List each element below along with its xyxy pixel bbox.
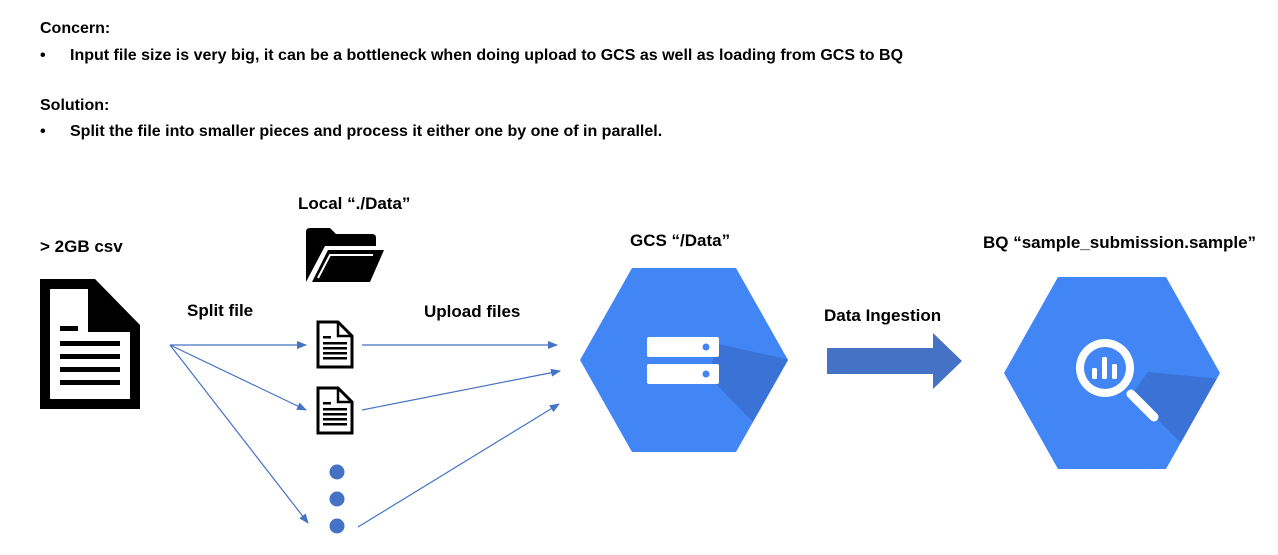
source-file-label: > 2GB csv: [40, 237, 123, 256]
solution-text: Split the file into smaller pieces and p…: [70, 123, 663, 140]
gcs-label: GCS “/Data”: [630, 231, 731, 250]
upload-arrow: [357, 403, 560, 528]
bullet-marker: •: [40, 47, 46, 64]
split-file-label: Split file: [187, 301, 254, 320]
bigquery-icon: [1004, 277, 1220, 469]
arrow-right-icon: [827, 333, 962, 389]
upload-arrow: [361, 368, 561, 411]
cloud-storage-icon: [580, 268, 788, 452]
split-arrow: [169, 344, 307, 411]
solution-bullet: • Split the file into smaller pieces and…: [40, 123, 662, 141]
document-icon: [316, 386, 354, 435]
folder-icon: [306, 228, 384, 282]
bq-label: BQ “sample_submission.sample”: [983, 233, 1257, 252]
upload-files-label: Upload files: [424, 302, 521, 321]
bullet-marker: •: [40, 123, 46, 140]
local-folder-label: Local “./Data”: [298, 194, 411, 213]
concern-heading: Concern:: [40, 20, 111, 37]
document-icon: [40, 279, 140, 409]
split-arrow: [169, 344, 309, 524]
solution-heading: Solution:: [40, 97, 110, 114]
document-icon: [316, 320, 354, 369]
data-ingestion-label: Data Ingestion: [824, 306, 942, 325]
ellipsis-vertical-icon: [329, 464, 345, 534]
concern-text: Input file size is very big, it can be a…: [70, 47, 904, 64]
concern-bullet: • Input file size is very big, it can be…: [40, 47, 903, 65]
